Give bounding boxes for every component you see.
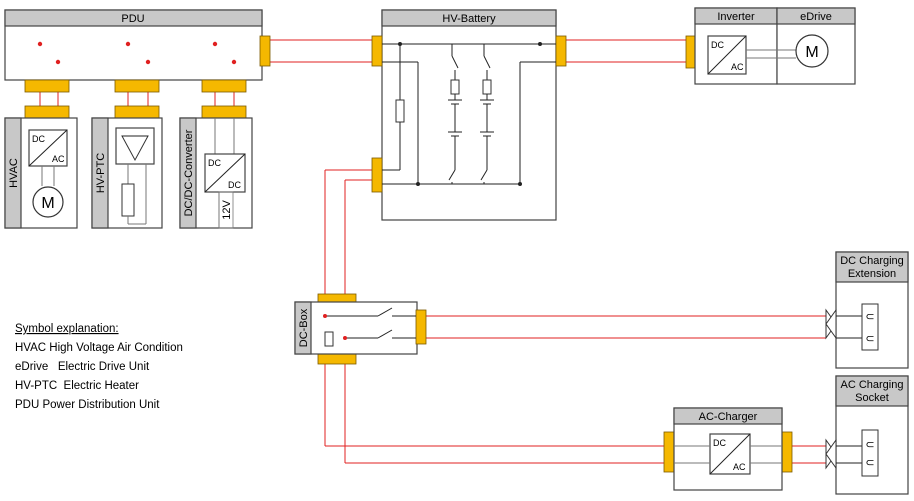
pdu-title: PDU <box>121 13 144 25</box>
dcbox-bottom-connector <box>317 353 357 365</box>
ac-charger-input-connector <box>663 431 675 473</box>
dcdc-block: DC/DC-Converter DC DC 12V <box>179 105 253 229</box>
svg-text:M: M <box>41 195 54 212</box>
battery-output-connector <box>555 35 567 67</box>
ac-charger-title: AC-Charger <box>699 411 758 423</box>
pdu-ptc-connector <box>114 79 160 93</box>
inverter-block: Inverter DC AC <box>685 7 778 85</box>
dc-charging-plug-icon <box>861 303 879 351</box>
dc-ext-title-1: DC Charging <box>840 255 904 267</box>
svg-text:⊂: ⊂ <box>865 311 874 323</box>
svg-text:AC: AC <box>52 154 65 164</box>
hv-battery-title: HV-Battery <box>442 13 496 25</box>
edrive-title: eDrive <box>800 11 832 23</box>
legend-item-edrive: eDrive Electric Drive Unit <box>15 361 150 373</box>
dc-charging-extension-block: DC Charging Extension ⊂ ⊂ <box>825 251 909 369</box>
battery-lower-connector <box>371 157 383 193</box>
dc-ext-title-2: Extension <box>848 268 896 280</box>
ac-charging-socket-block: AC Charging Socket ⊂ ⊂ <box>825 375 909 495</box>
dcdc-12v-label: 12V <box>221 200 233 220</box>
svg-text:⊂: ⊂ <box>865 439 874 451</box>
ac-charging-plug-icon <box>861 429 879 477</box>
svg-text:DC: DC <box>711 40 724 50</box>
pdu-dcdc-connector <box>201 79 247 93</box>
dc-box-block: DC-Box <box>294 293 427 365</box>
hvac-label: HVAC <box>8 158 20 188</box>
ac-socket-title-1: AC Charging <box>841 379 904 391</box>
svg-text:DC: DC <box>32 134 45 144</box>
edrive-motor-icon <box>795 34 829 68</box>
svg-text:AC: AC <box>731 62 744 72</box>
hv-battery-block: HV-Battery <box>371 9 567 221</box>
pdu-output-connector <box>259 35 271 67</box>
svg-text:DC: DC <box>228 180 241 190</box>
ac-charger-block: AC-Charger DC AC <box>663 407 793 491</box>
svg-text:DC: DC <box>713 438 726 448</box>
hvptc-label: HV-PTC <box>95 153 107 193</box>
pdu-block: PDU <box>4 9 271 93</box>
dcbox-label: DC-Box <box>298 308 310 347</box>
legend-heading: Symbol explanation: <box>15 323 119 335</box>
battery-cell-string-1 <box>448 44 462 184</box>
ac-charger-output-connector <box>781 431 793 473</box>
hvptc-block: HV-PTC <box>91 105 163 229</box>
legend-item-pdu: PDU Power Distribution Unit <box>15 399 160 411</box>
svg-text:⊂: ⊂ <box>865 333 874 345</box>
battery-fuse-icon <box>395 99 405 123</box>
svg-text:DC: DC <box>208 158 221 168</box>
hvac-motor-icon <box>32 186 64 218</box>
inverter-title: Inverter <box>717 11 755 23</box>
battery-cell-string-2 <box>480 44 494 184</box>
dcdc-label: DC/DC-Converter <box>183 129 195 216</box>
svg-text:⊂: ⊂ <box>865 457 874 469</box>
ptc-driver-symbol <box>115 127 155 165</box>
pdu-hvac-connector <box>24 79 70 93</box>
dcbox-fuse-icon <box>324 331 334 347</box>
dcdc-connector <box>201 105 247 119</box>
hvptc-connector <box>114 105 160 119</box>
legend-item-hvptc: HV-PTC Electric Heater <box>15 380 139 392</box>
svg-text:M: M <box>805 44 818 61</box>
hvac-block: HVAC DC AC M <box>4 105 78 229</box>
ac-socket-title-2: Socket <box>855 392 889 404</box>
edrive-block: eDrive M <box>746 7 856 85</box>
symbol-legend: Symbol explanation: HVAC High Voltage Ai… <box>15 323 183 411</box>
hvac-connector <box>24 105 70 119</box>
heater-resistor-icon <box>121 183 135 217</box>
dcbox-side-connector <box>415 309 427 345</box>
svg-text:AC: AC <box>733 462 746 472</box>
legend-item-hvac: HVAC High Voltage Air Condition <box>15 342 183 354</box>
battery-input-connector <box>371 35 383 67</box>
